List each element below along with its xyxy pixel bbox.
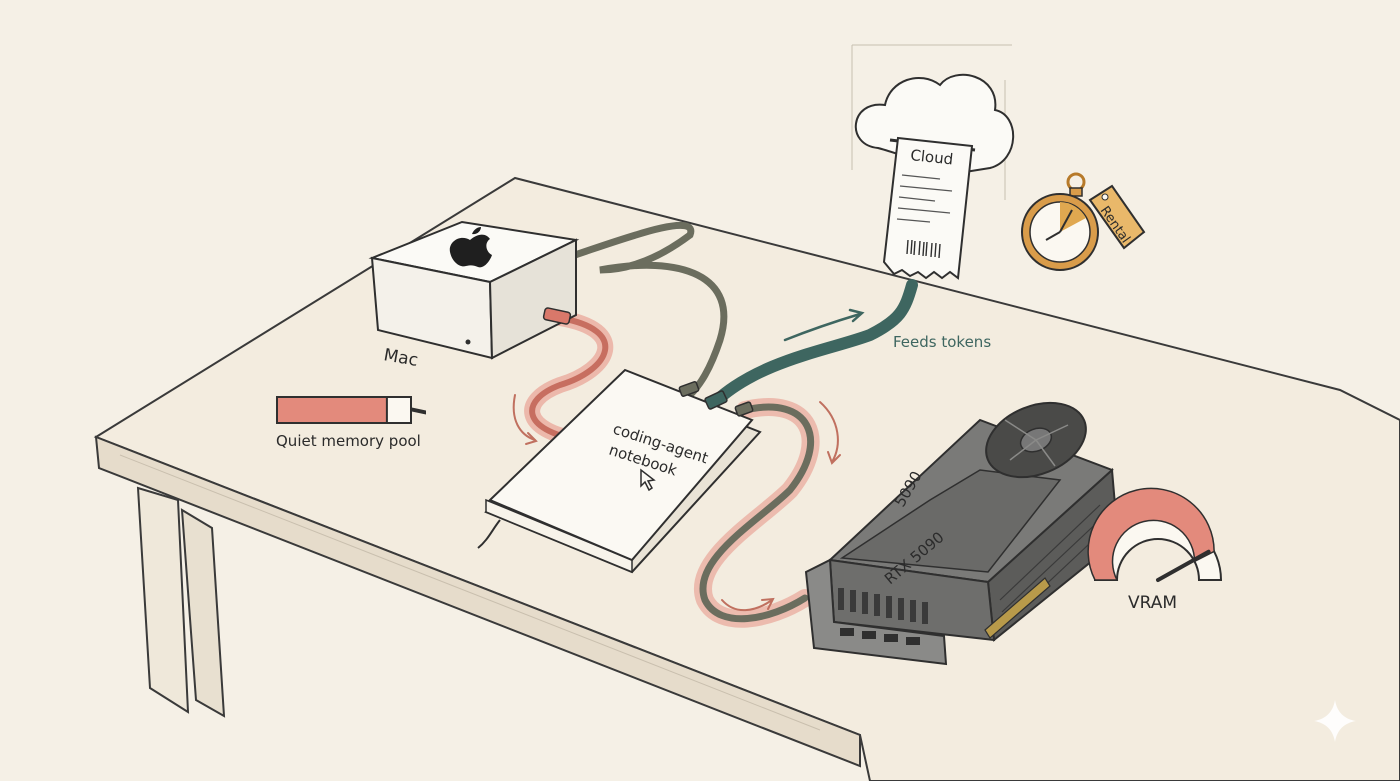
notebook-plug-gray: [678, 381, 700, 397]
table: [93, 176, 1400, 781]
feeds-tokens-label: Feeds tokens: [893, 333, 991, 351]
gpu-ports: [840, 628, 920, 645]
rental-tag: [1088, 184, 1146, 250]
arrow-mac-flow: [512, 394, 536, 441]
cloud-service: [851, 44, 1015, 280]
notebook-cover: [488, 368, 754, 562]
mac-led: [465, 339, 471, 345]
arrow-gpu-flow-bottom: [721, 599, 773, 612]
notebook-plug-right: [734, 401, 754, 417]
mac-device: [368, 220, 580, 415]
sparkle-icon: [1314, 700, 1356, 742]
gpu-pcie-connector: [984, 577, 1051, 639]
cable-notebook-to-cloud: [709, 279, 918, 408]
apple-logo-icon: [449, 227, 492, 268]
notebook-ribbon: [477, 519, 501, 549]
table-front-edge: [94, 435, 861, 768]
vram-gauge: [1087, 487, 1223, 582]
notebook: [477, 368, 762, 574]
flow-arrows: [512, 394, 841, 612]
mac-slot: [410, 407, 426, 415]
table-leg-left: [136, 486, 190, 714]
cable-notebook-to-gpu: [699, 403, 815, 623]
stopwatch-elapsed: [1060, 202, 1086, 232]
table-leg-front: [180, 508, 226, 718]
barcode-icon: [906, 239, 941, 259]
receipt: [882, 136, 974, 280]
memory-pool-indicator: [276, 396, 412, 424]
arrow-gpu-flow-top: [819, 401, 839, 463]
mac-cable-plug: [542, 307, 572, 325]
gpu-card: [804, 401, 1120, 666]
cursor-icon: [640, 468, 656, 492]
cable-mac-to-notebook-gray: [571, 222, 728, 399]
mac-side: [488, 238, 577, 360]
rental-stopwatch: [1021, 172, 1146, 271]
notebook-plug-teal: [704, 390, 728, 410]
cables: [524, 222, 918, 628]
vram-gauge-fill: [1087, 487, 1215, 581]
gpu-bracket-vents: [838, 588, 928, 624]
memory-pool-fill: [276, 396, 388, 424]
vram-label: VRAM: [1128, 593, 1177, 613]
memory-pool-label: Quiet memory pool: [276, 432, 421, 450]
arrow-feeds-tokens: [783, 312, 862, 342]
cloud-label: Cloud: [910, 146, 955, 168]
vram-gauge-needle: [1156, 549, 1211, 582]
